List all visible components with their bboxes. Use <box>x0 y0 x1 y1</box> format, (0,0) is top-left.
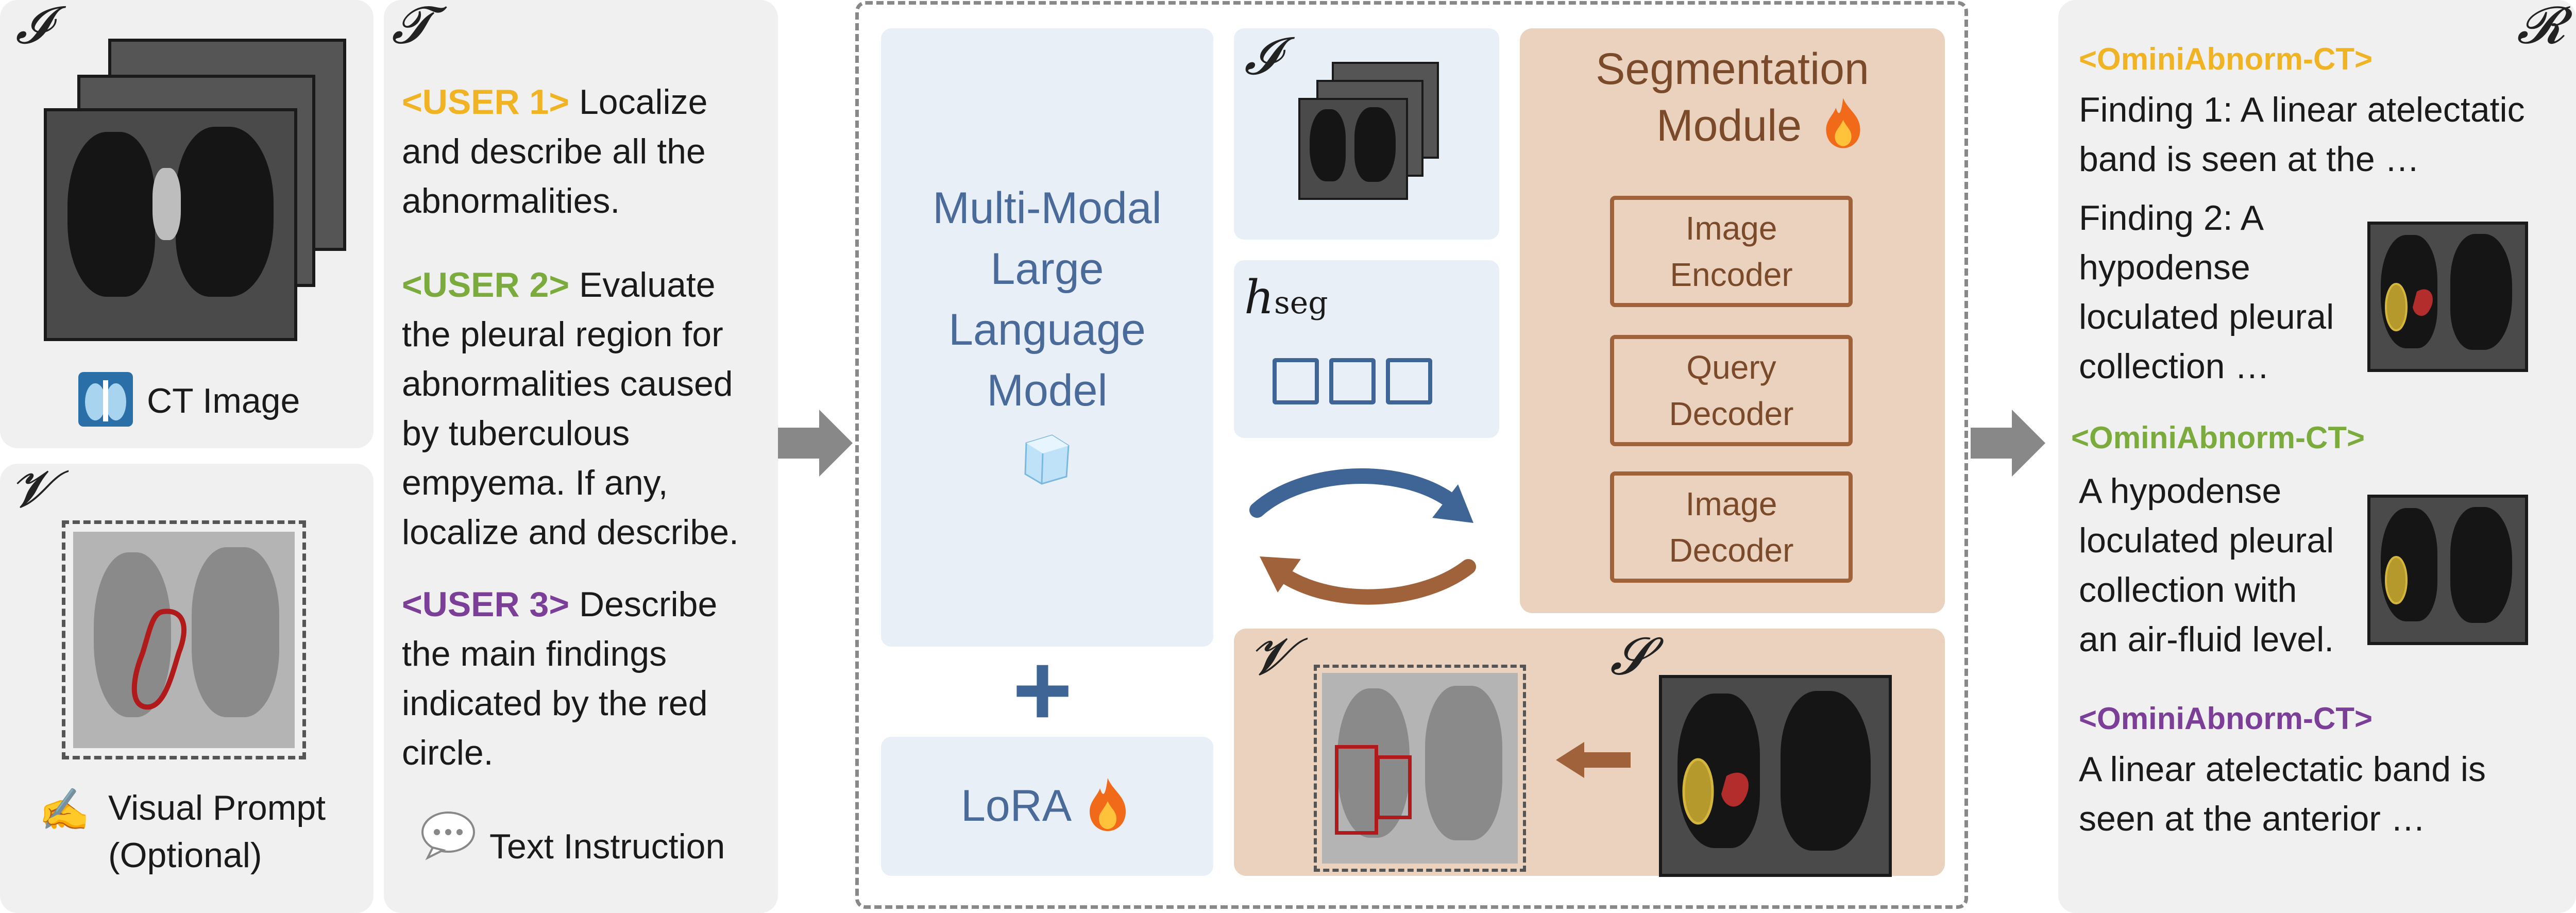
back-arrow <box>1556 742 1631 778</box>
response-ct-2 <box>2367 495 2528 645</box>
token-1 <box>1273 358 1319 404</box>
finding2-line-2: hypodense <box>2079 248 2250 287</box>
resp2-line-2: loculated pleural <box>2079 521 2334 560</box>
response-tag-1: <OminiAbnorm-CT> <box>2079 42 2373 76</box>
user2-line-1: Evaluate <box>579 265 716 305</box>
mllm-box: Multi-Modal Large Language Model <box>881 28 1213 647</box>
resp2-line-1: A hypodense <box>2079 471 2282 511</box>
text-instruction-panel: 𝓣 <USER 1> Localize and describe all the… <box>384 0 778 913</box>
user2-line-2: the pleural region for <box>402 315 723 354</box>
writing-hand-icon: ✍ <box>39 787 90 833</box>
mllm-line-2: Large <box>990 244 1104 294</box>
response-tag-3: <OminiAbnorm-CT> <box>2079 701 2373 736</box>
model-container <box>855 1 1968 909</box>
frozen-ice-icon <box>1024 434 1070 485</box>
user3-tag: <USER 3> <box>402 585 570 624</box>
user3-line-1: Describe <box>579 585 718 624</box>
user1-line-2: and describe all the <box>402 132 706 171</box>
visual-prompt-symbol: 𝓥 <box>10 459 54 519</box>
user3-line-4: circle. <box>402 733 494 772</box>
resp2-line-4: an air-fluid level. <box>2079 620 2334 659</box>
finding1-line-1: Finding 1: A linear atelectatic <box>2079 90 2525 129</box>
finding2-line-4: collection … <box>2079 347 2270 386</box>
model-image-box: 𝓘 <box>1234 26 1499 240</box>
text-instruction-symbol: 𝓣 <box>392 0 431 55</box>
finding2-line-1: Finding 2: A <box>2079 198 2264 238</box>
mllm-line-3: Language <box>948 305 1146 354</box>
response-symbol: 𝓡 <box>2517 0 2565 55</box>
input-image-symbol: 𝓘 <box>15 0 50 55</box>
hseg-box: hseg <box>1234 260 1499 438</box>
finding1-line-2: band is seen at the … <box>2079 140 2420 179</box>
segmented-ct <box>1659 675 1892 877</box>
finding2-line-3: loculated pleural <box>2079 297 2334 336</box>
resp2-line-3: collection with <box>2079 570 2297 610</box>
user1-tag: <USER 1> <box>402 82 570 122</box>
seg-title-1: Segmentation <box>1596 44 1869 94</box>
user2-line-4: by tuberculous <box>402 414 630 453</box>
text-instruction-label: Text Instruction <box>489 827 725 866</box>
user2-line-5: empyema. If any, <box>402 463 668 502</box>
mllm-line-1: Multi-Modal <box>933 183 1162 233</box>
ct-image-panel: 𝓘 CT Image <box>0 0 374 448</box>
model-image-symbol: 𝓘 <box>1244 26 1279 86</box>
resp3-line-2: seen at the anterior … <box>2079 799 2426 838</box>
token-2 <box>1329 358 1376 404</box>
output-arrow <box>1971 410 2045 477</box>
user1-line-3: abnormalities. <box>402 181 620 221</box>
ct-image-label: CT Image <box>147 381 300 420</box>
speech-bubble-icon <box>421 811 475 860</box>
red-box-annotation-1 <box>1335 745 1378 835</box>
user3-line-2: the main findings <box>402 634 667 673</box>
fire-icon <box>1826 98 1860 148</box>
lora-label: LoRA <box>961 781 1072 831</box>
user2-line-6: localize and describe. <box>402 513 739 552</box>
user2-line-3: abnormalities caused <box>402 364 733 403</box>
visual-prompt-frame <box>62 520 306 759</box>
response-panel: 𝓡 <OminiAbnorm-CT> Finding 1: A linear a… <box>2058 0 2576 913</box>
visual-prompt-panel: 𝓥 ✍ Visual Prompt (Optional) <box>0 459 374 913</box>
token-3 <box>1386 358 1432 404</box>
response-ct-1 <box>2367 222 2528 372</box>
red-circle-annotation <box>131 608 187 710</box>
xray-icon <box>78 372 133 427</box>
input-arrow <box>778 410 853 477</box>
resp3-line-1: A linear atelectatic band is <box>2079 750 2486 789</box>
visual-prompt-label-1: Visual Prompt <box>108 788 326 827</box>
mllm-line-4: Model <box>987 366 1108 415</box>
seg-title-2: Module <box>1656 101 1802 150</box>
plus-sign: + <box>1012 633 1073 748</box>
hseg-label: hseg <box>1244 270 1328 325</box>
user3-line-3: indicated by the red <box>402 684 708 723</box>
response-tag-2: <OminiAbnorm-CT> <box>2071 420 2365 455</box>
ct-slice-front <box>44 108 297 341</box>
lora-box: LoRA <box>881 737 1213 876</box>
v-prompt-frame <box>1314 665 1526 872</box>
v-symbol: 𝓥 <box>1249 626 1293 686</box>
prompt-segmentation-box: 𝓥 𝓢 <box>1234 626 1945 877</box>
user1-line-1: Localize <box>579 82 708 122</box>
visual-prompt-label-2: (Optional) <box>108 836 262 875</box>
red-box-annotation-2 <box>1376 755 1412 819</box>
user2-tag: <USER 2> <box>402 265 570 305</box>
fire-icon <box>1090 778 1126 831</box>
s-symbol: 𝓢 <box>1610 626 1650 686</box>
cycle-arrows <box>1249 468 1476 605</box>
